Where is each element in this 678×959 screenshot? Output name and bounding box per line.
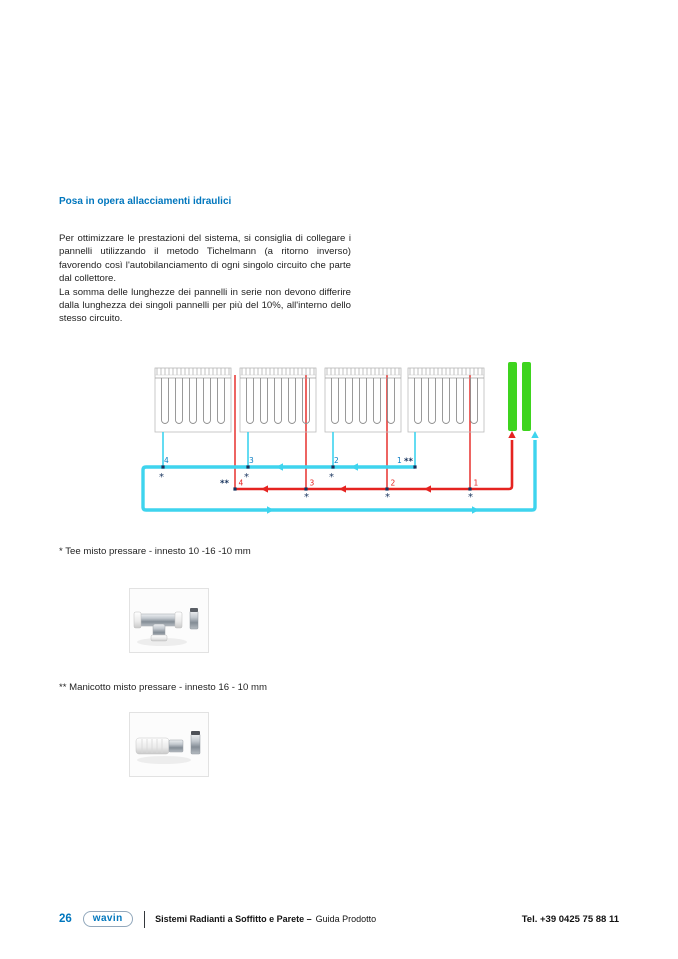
page-number: 26 — [59, 913, 72, 925]
radiant-panel-3 — [324, 367, 402, 433]
paragraph: Per ottimizzare le prestazioni del siste… — [59, 233, 351, 285]
paragraph: La somma delle lunghezze dei pannelli in… — [59, 286, 351, 325]
phone-number: Tel. +39 0425 75 88 11 — [521, 913, 619, 925]
return-junction-number: 1 — [397, 456, 402, 465]
tee-mark: * — [385, 492, 390, 503]
return-pipe — [141, 432, 537, 512]
return-junction-number: 4 — [164, 456, 169, 465]
document-title-bold: Sistemi Radianti a Soffitto e Parete – — [155, 914, 312, 924]
tee-mark: * — [304, 492, 309, 503]
supply-junction-number: 2 — [391, 479, 396, 488]
flow-arrows-supply — [261, 431, 516, 493]
supply-junction-number: 3 — [310, 479, 315, 488]
radiant-panel-1 — [154, 367, 232, 433]
tee-caption: * Tee misto pressare - innesto 10 -16 -1… — [59, 546, 251, 557]
wavin-logo: wavin — [82, 911, 133, 927]
tee-mark: * — [159, 472, 164, 483]
pipe-junctions — [161, 465, 472, 491]
page-footer: 26 wavin Sistemi Radianti a Soffitto e P… — [59, 908, 619, 930]
hydraulic-connection-diagram: 4 3 2 1 ** * * * ** 4 3 2 1 * * * — [141, 362, 539, 514]
supply-junction-number: 1 — [474, 479, 479, 488]
body-text: Per ottimizzare le prestazioni del siste… — [59, 232, 351, 326]
manifold-bars — [508, 362, 531, 431]
radiant-panel-4 — [407, 367, 485, 433]
supply-pipe-bus — [235, 440, 514, 491]
flow-arrows-return — [267, 431, 539, 514]
return-junction-number: 2 — [334, 456, 339, 465]
document-title-regular: Guida Prodotto — [315, 914, 377, 924]
section-heading: Posa in opera allacciamenti idraulici — [59, 196, 232, 207]
document-title: Sistemi Radianti a Soffitto e Parete –Gu… — [155, 914, 376, 924]
tee-mark: * — [468, 492, 473, 503]
supply-junction-number: 4 — [239, 479, 244, 488]
return-junction-number: 3 — [249, 456, 254, 465]
tee-fitting-photo — [129, 588, 209, 653]
coupling-fitting-photo — [129, 712, 209, 777]
coupling-mark: ** — [220, 479, 229, 489]
tee-mark: * — [329, 472, 334, 483]
coupling-mark: ** — [404, 457, 413, 467]
radiant-panel-2 — [239, 367, 317, 433]
footer-divider — [143, 910, 146, 928]
tee-mark: * — [244, 472, 249, 483]
coupling-caption: ** Manicotto misto pressare - innesto 16… — [59, 682, 267, 693]
